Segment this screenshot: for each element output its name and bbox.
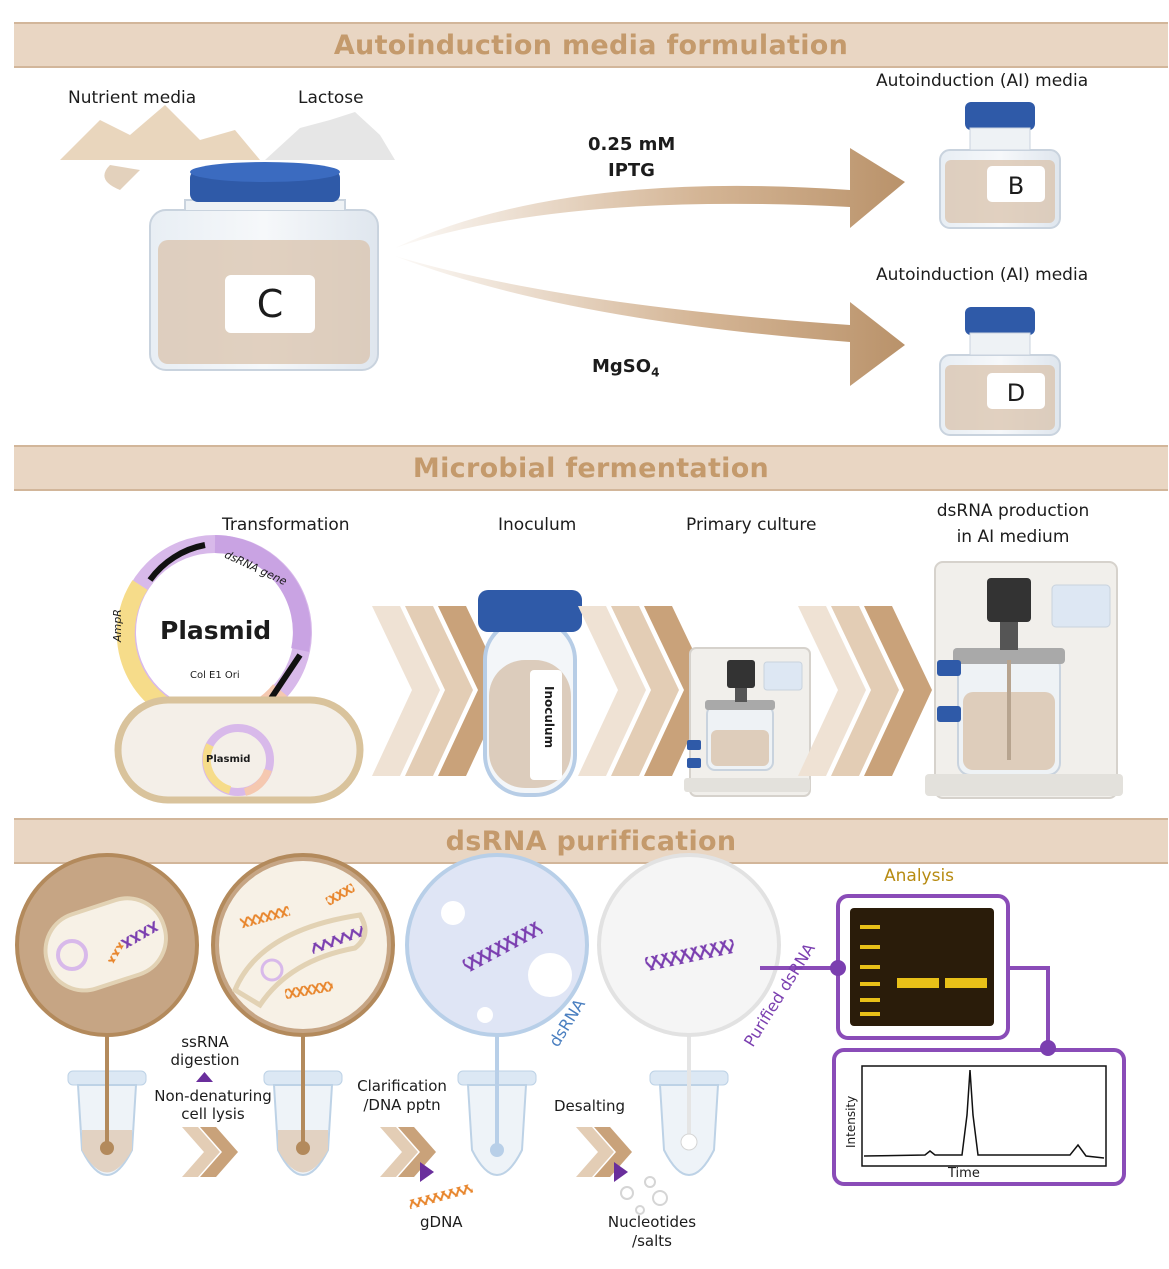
- lysis-view-circle-2: [211, 853, 395, 1037]
- gdna-helix: [408, 1183, 474, 1210]
- bottle-d: [939, 307, 1061, 436]
- label-digestion: digestion: [170, 1051, 240, 1069]
- label-ampr: AmpR: [111, 609, 124, 642]
- label-tube-inoculum: Inoculum: [542, 686, 556, 749]
- label-intensity: Intensity: [844, 1095, 858, 1148]
- production-bioreactor: [925, 561, 1123, 799]
- label-time: Time: [948, 1166, 980, 1181]
- connector-dot-chrom: [1040, 1040, 1056, 1056]
- label-dsrna-production-line1: dsRNA production: [936, 501, 1090, 521]
- triangle-marker-salts: [614, 1162, 628, 1182]
- section-title-purification: dsRNA purification: [445, 825, 737, 857]
- label-gdna: gDNA: [420, 1213, 463, 1231]
- nutrient-powder-pile: [60, 105, 260, 190]
- label-cell-lysis: cell lysis: [181, 1105, 245, 1123]
- label-ssrna: ssRNA: [181, 1033, 229, 1051]
- label-bottle-c: C: [256, 282, 284, 326]
- connector-gel-to-chrom: [1008, 966, 1050, 1050]
- label-ai-media-bottom: Autoinduction (AI) media: [876, 265, 1089, 285]
- nucleotide-bubbles: [620, 1176, 668, 1215]
- label-ai-media-top: Autoinduction (AI) media: [876, 71, 1089, 91]
- label-clarification: Clarification: [357, 1077, 447, 1095]
- bottle-b: [939, 102, 1061, 229]
- chevron-arrows-lysis: [182, 1127, 238, 1177]
- lysis-view-circle-1: [15, 853, 199, 1037]
- label-mgso4-subscript: 4: [651, 365, 660, 380]
- label-col-e1-ori: Col E1 Ori: [190, 670, 240, 681]
- section-banner-fermentation: Microbial fermentation: [14, 445, 1168, 491]
- chromatogram-panel: [832, 1048, 1126, 1186]
- eppendorf-tube-3: [457, 1020, 537, 1176]
- section-title-formulation: Autoinduction media formulation: [333, 29, 849, 61]
- label-salts: /salts: [632, 1232, 672, 1250]
- purified-view-circle: [597, 853, 781, 1037]
- label-transformation: Transformation: [222, 515, 350, 535]
- connector-dot-gel: [830, 960, 846, 976]
- label-dsrna-production-line2: in AI medium: [956, 527, 1070, 547]
- label-mgso4-text: MgSO: [592, 356, 652, 377]
- label-non-denaturing: Non-denaturing: [154, 1087, 272, 1105]
- primary-culture-bioreactor: [684, 647, 811, 797]
- arrow-to-d: [395, 256, 905, 386]
- label-inoculum: Inoculum: [498, 515, 577, 535]
- label-nutrient-media: Nutrient media: [68, 88, 197, 108]
- bacterial-cell: [114, 696, 364, 804]
- gel-panel: [836, 894, 1010, 1040]
- label-nucleotides: Nucleotides: [607, 1213, 697, 1231]
- chevron-arrows-desalting: [576, 1127, 632, 1177]
- arrow-to-b: [395, 148, 905, 248]
- dsrna-view-circle: [405, 853, 589, 1037]
- triangle-marker-gdna: [420, 1162, 434, 1182]
- label-cell-plasmid: Plasmid: [206, 754, 251, 765]
- section-title-fermentation: Microbial fermentation: [412, 452, 770, 484]
- label-bottle-d: D: [1006, 379, 1026, 407]
- eppendorf-tube-1: [67, 990, 147, 1176]
- label-mgso4: MgSO4: [592, 356, 659, 380]
- bottle-c: [149, 162, 379, 371]
- chevron-arrows-clarification: [380, 1127, 436, 1177]
- label-iptg: IPTG: [608, 160, 655, 181]
- section-banner-purification: dsRNA purification: [14, 818, 1168, 864]
- label-plasmid: Plasmid: [160, 616, 272, 645]
- triangle-marker-ssrna: [196, 1072, 213, 1082]
- label-bottle-b: B: [1007, 172, 1025, 200]
- label-lactose: Lactose: [298, 88, 364, 108]
- inoculum-tube: [478, 590, 582, 797]
- eppendorf-tube-2: [263, 990, 343, 1176]
- label-iptg-concentration: 0.25 mM: [588, 134, 676, 155]
- label-analysis: Analysis: [884, 866, 955, 886]
- label-primary-culture: Primary culture: [686, 515, 817, 535]
- label-dna-pptn: /DNA pptn: [363, 1096, 441, 1114]
- label-desalting: Desalting: [554, 1097, 626, 1115]
- section-banner-formulation: Autoinduction media formulation: [14, 22, 1168, 68]
- chevron-arrows-3: [798, 606, 932, 776]
- eppendorf-tube-4: [649, 1020, 729, 1176]
